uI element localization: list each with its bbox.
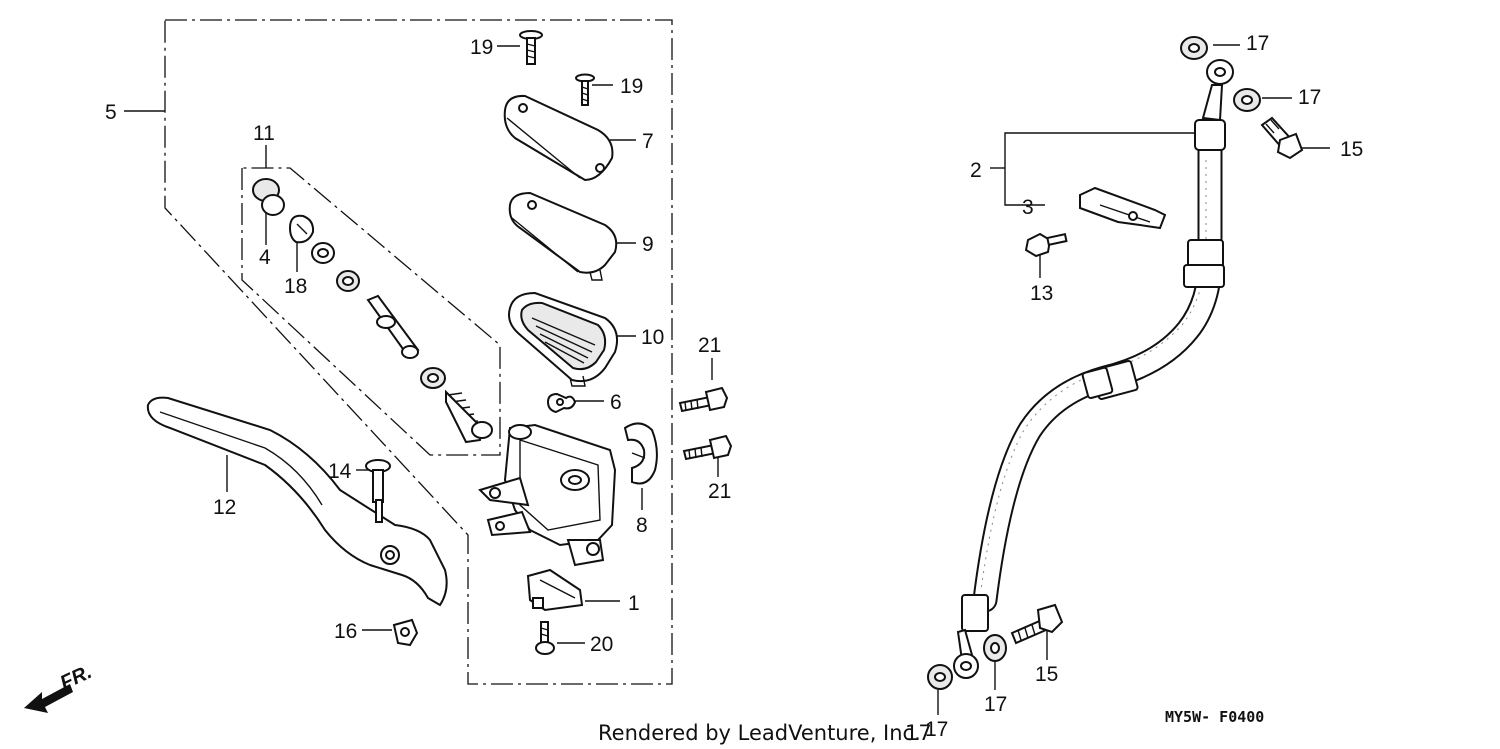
label-part-11: 11 bbox=[253, 122, 275, 145]
clamp-3 bbox=[1079, 186, 1167, 230]
label-part-9: 9 bbox=[642, 233, 654, 256]
master-cylinder-assembly-outline bbox=[124, 19, 673, 685]
screw-19-top bbox=[519, 30, 543, 65]
plate-6 bbox=[546, 392, 577, 414]
reservoir-cap-7 bbox=[503, 94, 614, 182]
label-part-16: 16 bbox=[334, 620, 357, 643]
oil-bolt-15-upper bbox=[1260, 116, 1304, 160]
label-part-2: 2 bbox=[970, 159, 982, 182]
bolt-21-upper bbox=[678, 386, 729, 413]
label-part-17-b: 17 bbox=[1298, 86, 1321, 109]
label-part-15-lower: 15 bbox=[1035, 663, 1058, 686]
label-part-18: 18 bbox=[284, 275, 307, 298]
secondary-cup bbox=[336, 270, 360, 292]
piston bbox=[366, 294, 420, 359]
label-part-21-upper: 21 bbox=[698, 334, 721, 357]
label-part-21-lower: 21 bbox=[708, 480, 731, 503]
brake-lever-12 bbox=[146, 396, 448, 607]
label-part-20: 20 bbox=[590, 633, 613, 656]
washer bbox=[311, 242, 335, 264]
label-part-17-d: 17 bbox=[925, 718, 948, 741]
holder-8 bbox=[623, 422, 658, 485]
page-number: 17 bbox=[905, 721, 932, 745]
rendered-by-credit: Rendered by LeadVenture, Inc. bbox=[598, 721, 921, 745]
label-part-15-upper: 15 bbox=[1340, 138, 1363, 161]
spring bbox=[445, 389, 493, 444]
diagram-code: MY5W- F0400 bbox=[1165, 708, 1264, 726]
bolt-13 bbox=[1024, 232, 1068, 258]
front-direction-arrow: FR. bbox=[24, 661, 95, 713]
washer-17-d bbox=[927, 664, 953, 690]
label-part-17-c: 17 bbox=[984, 693, 1007, 716]
label-part-7: 7 bbox=[642, 130, 654, 153]
switch-1 bbox=[526, 568, 584, 612]
label-part-17-a: 17 bbox=[1246, 32, 1269, 55]
leader-lines bbox=[226, 44, 1330, 715]
label-part-13: 13 bbox=[1030, 282, 1053, 305]
label-part-4: 4 bbox=[259, 246, 271, 269]
label-part-19-second: 19 bbox=[620, 75, 643, 98]
nut-16 bbox=[392, 618, 419, 647]
hose-bracket-lines bbox=[990, 132, 1200, 206]
screw-19-second bbox=[575, 73, 595, 106]
boot-4 bbox=[252, 178, 285, 216]
label-part-19-top: 19 bbox=[470, 36, 493, 59]
primary-cup bbox=[420, 367, 446, 389]
part-labels: 1 2 3 4 5 6 7 8 9 10 11 12 13 14 15 15 1… bbox=[105, 32, 1363, 741]
label-part-1: 1 bbox=[628, 592, 640, 615]
screw-20 bbox=[535, 621, 555, 655]
brake-hose-2 bbox=[953, 59, 1234, 679]
washer-17-b bbox=[1233, 88, 1261, 112]
pivot-bolt-14 bbox=[365, 459, 391, 523]
circlip-18 bbox=[288, 214, 315, 244]
label-part-5: 5 bbox=[105, 101, 117, 124]
washer-17-c bbox=[983, 634, 1007, 662]
oil-bolt-15-lower bbox=[1010, 603, 1064, 645]
diaphragm-10 bbox=[508, 291, 618, 387]
washer-17-a bbox=[1180, 36, 1208, 60]
label-part-8: 8 bbox=[636, 514, 648, 537]
label-part-10: 10 bbox=[641, 326, 664, 349]
label-part-3: 3 bbox=[1022, 196, 1034, 219]
label-part-12: 12 bbox=[213, 496, 236, 519]
bolt-21-lower bbox=[682, 434, 733, 461]
label-part-6: 6 bbox=[610, 391, 622, 414]
master-cylinder-body bbox=[478, 423, 617, 567]
diaphragm-plate-9 bbox=[508, 191, 618, 281]
label-part-14: 14 bbox=[328, 460, 352, 483]
